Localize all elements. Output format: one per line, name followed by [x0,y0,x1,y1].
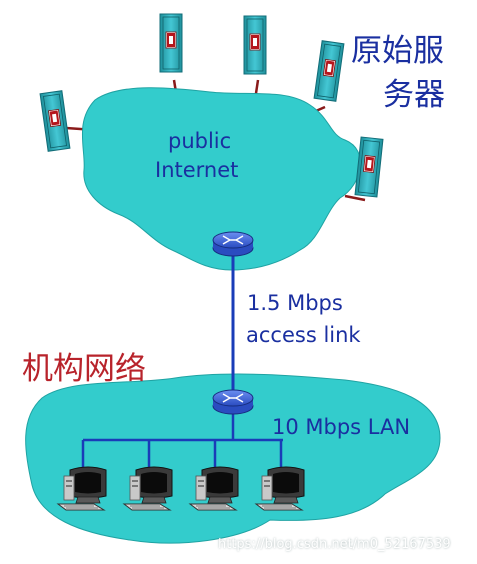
internet-cloud [81,87,361,271]
watermark: https://blog.csdn.net/m0_52167539 [218,537,451,552]
server-icon [243,15,267,75]
origin-servers-label-line1: 原始服 [351,33,444,69]
internet-label-line2: Internet [155,158,239,182]
router-icon [212,231,254,257]
lan-bus [81,410,283,472]
internet-label-line1: public [168,129,232,153]
access-link-label-line1: 1.5 Mbps [247,291,343,315]
server-icon [39,90,71,152]
institution-cloud [25,373,441,544]
server-icon [159,13,183,73]
origin-servers-label-line2: 务器 [383,77,445,113]
router-icon [212,389,254,415]
server-icon [354,136,384,198]
institution-label: 机构网络 [22,351,146,387]
server-icon [313,40,345,102]
lan-label: 10 Mbps LAN [272,415,411,439]
access-link-label-line2: access link [246,323,361,347]
